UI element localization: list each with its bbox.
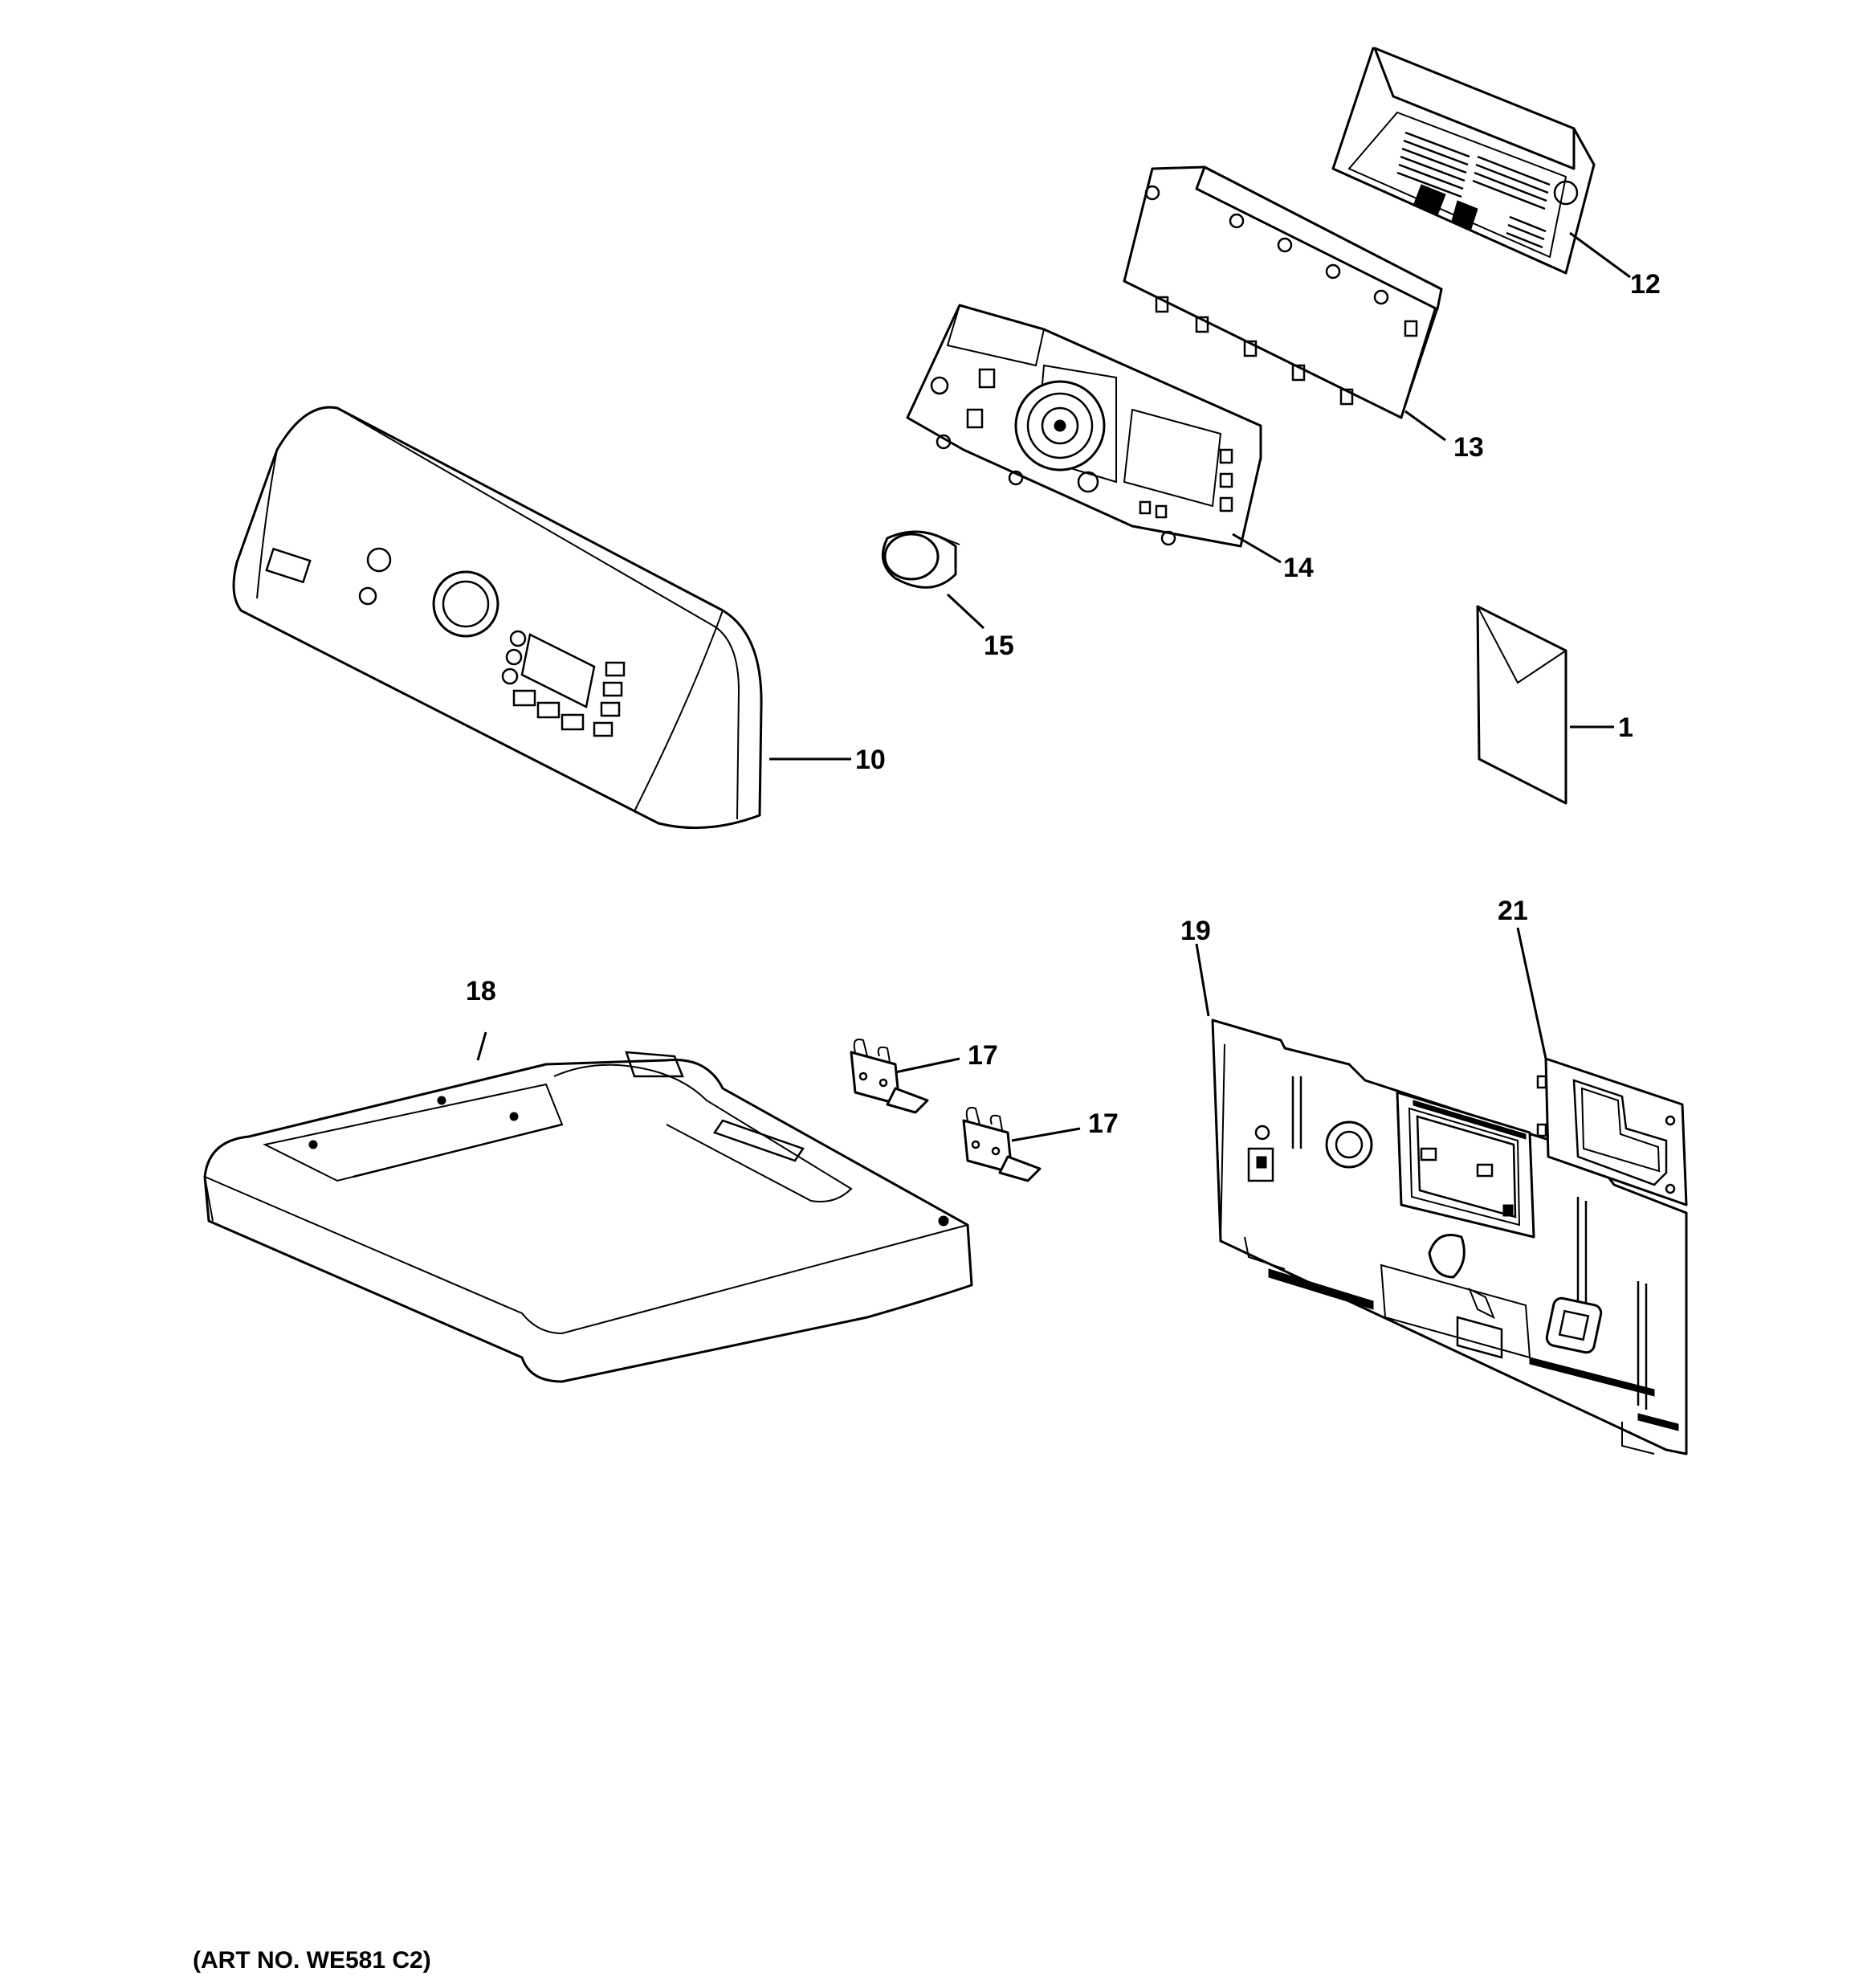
leader-17b	[1011, 1127, 1081, 1142]
callout-21: 21	[1498, 896, 1528, 926]
leader-12	[1569, 231, 1631, 279]
leader-13	[1404, 410, 1446, 442]
callout-13: 13	[1453, 432, 1484, 463]
callout-19: 19	[1180, 916, 1211, 946]
part-12-drawing[interactable]	[1331, 47, 1596, 275]
callout-1: 1	[1618, 712, 1633, 743]
part-13-drawing[interactable]	[1123, 165, 1443, 419]
part-15-drawing[interactable]	[881, 530, 960, 589]
callout-12: 12	[1630, 269, 1661, 300]
leader-17a	[895, 1057, 960, 1074]
part-18-drawing[interactable]	[203, 1051, 973, 1383]
callout-17b: 17	[1088, 1108, 1119, 1139]
part-19-drawing[interactable]	[1211, 1018, 1688, 1455]
part-1-drawing[interactable]	[1476, 605, 1567, 805]
part-17a-drawing[interactable]	[850, 1039, 929, 1114]
leader-18	[476, 1031, 487, 1061]
part-17b-drawing[interactable]	[962, 1107, 1042, 1182]
leader-19	[1195, 943, 1210, 1017]
part-21-drawing[interactable]	[1536, 1057, 1688, 1206]
leader-14	[1232, 533, 1282, 564]
callout-15: 15	[984, 631, 1014, 661]
callout-18: 18	[466, 976, 496, 1006]
leader-21	[1516, 927, 1547, 1059]
callout-17a: 17	[968, 1040, 998, 1071]
callout-10: 10	[855, 745, 886, 775]
part-14-drawing[interactable]	[906, 304, 1262, 548]
leader-15	[946, 593, 985, 630]
art-number: (ART NO. WE581 C2)	[193, 1947, 431, 1974]
part-10-drawing[interactable]	[232, 406, 763, 830]
callout-14: 14	[1283, 553, 1314, 583]
